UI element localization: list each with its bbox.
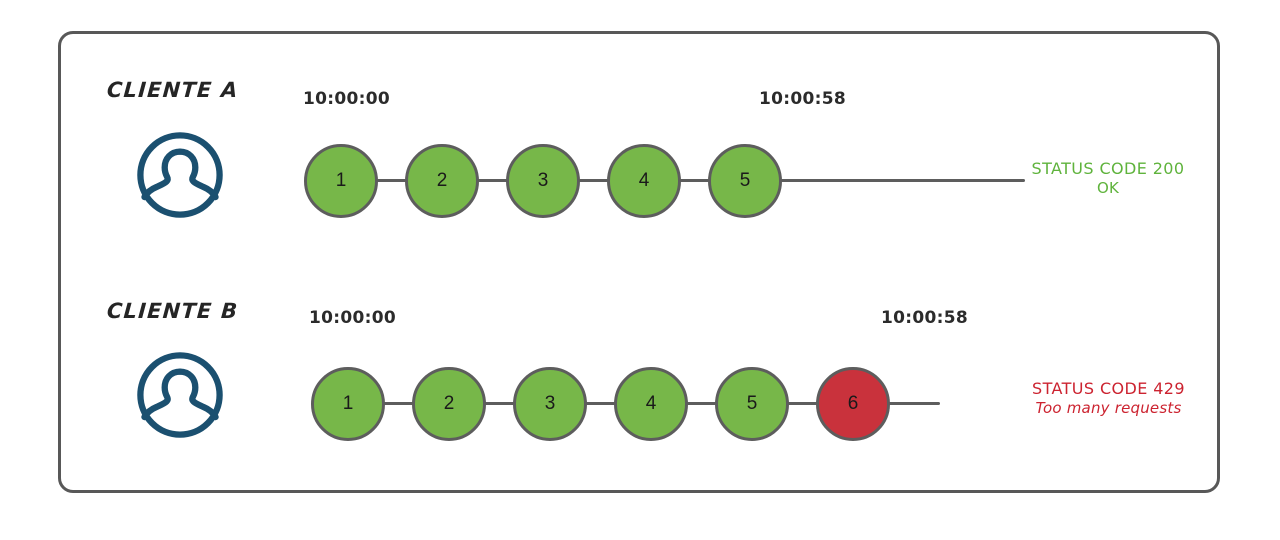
connector bbox=[787, 402, 829, 405]
connector-to-status bbox=[888, 402, 940, 405]
client-b-time-end: 10:00:58 bbox=[881, 308, 968, 328]
connector bbox=[578, 179, 620, 182]
request-node[interactable]: 5 bbox=[708, 144, 782, 218]
client-a-time-start: 10:00:00 bbox=[303, 89, 390, 109]
request-node[interactable]: 3 bbox=[506, 144, 580, 218]
status-text-line: OK bbox=[1096, 179, 1120, 198]
diagram-frame: CLIENTE A 10:00:00 10:00:58 1 2 3 bbox=[58, 31, 1220, 493]
client-b-label: CLIENTE B bbox=[106, 299, 240, 323]
status-code-line: STATUS CODE 200 bbox=[1031, 159, 1185, 178]
client-b-status-badge: STATUS CODE 429 Too many requests bbox=[1001, 379, 1216, 419]
connector-to-status bbox=[780, 179, 1025, 182]
connector bbox=[484, 402, 526, 405]
connector bbox=[383, 402, 425, 405]
request-node-rate-limited[interactable]: 6 bbox=[816, 367, 890, 441]
user-avatar-icon bbox=[135, 350, 225, 440]
connector bbox=[376, 179, 418, 182]
request-node[interactable]: 2 bbox=[412, 367, 486, 441]
status-code-line: STATUS CODE 429 bbox=[1032, 379, 1185, 398]
request-node[interactable]: 2 bbox=[405, 144, 479, 218]
request-node[interactable]: 4 bbox=[607, 144, 681, 218]
request-node[interactable]: 1 bbox=[311, 367, 385, 441]
request-node[interactable]: 4 bbox=[614, 367, 688, 441]
request-node[interactable]: 1 bbox=[304, 144, 378, 218]
status-text-line: Too many requests bbox=[1035, 399, 1182, 418]
connector bbox=[585, 402, 627, 405]
connector bbox=[679, 179, 721, 182]
client-a-time-end: 10:00:58 bbox=[759, 89, 846, 109]
request-node[interactable]: 5 bbox=[715, 367, 789, 441]
client-a-status-badge: STATUS CODE 200 OK bbox=[1003, 159, 1213, 199]
connector bbox=[686, 402, 728, 405]
connector bbox=[477, 179, 519, 182]
client-a-label: CLIENTE A bbox=[106, 78, 240, 102]
client-b-time-start: 10:00:00 bbox=[309, 308, 396, 328]
request-node[interactable]: 3 bbox=[513, 367, 587, 441]
user-avatar-icon bbox=[135, 130, 225, 220]
